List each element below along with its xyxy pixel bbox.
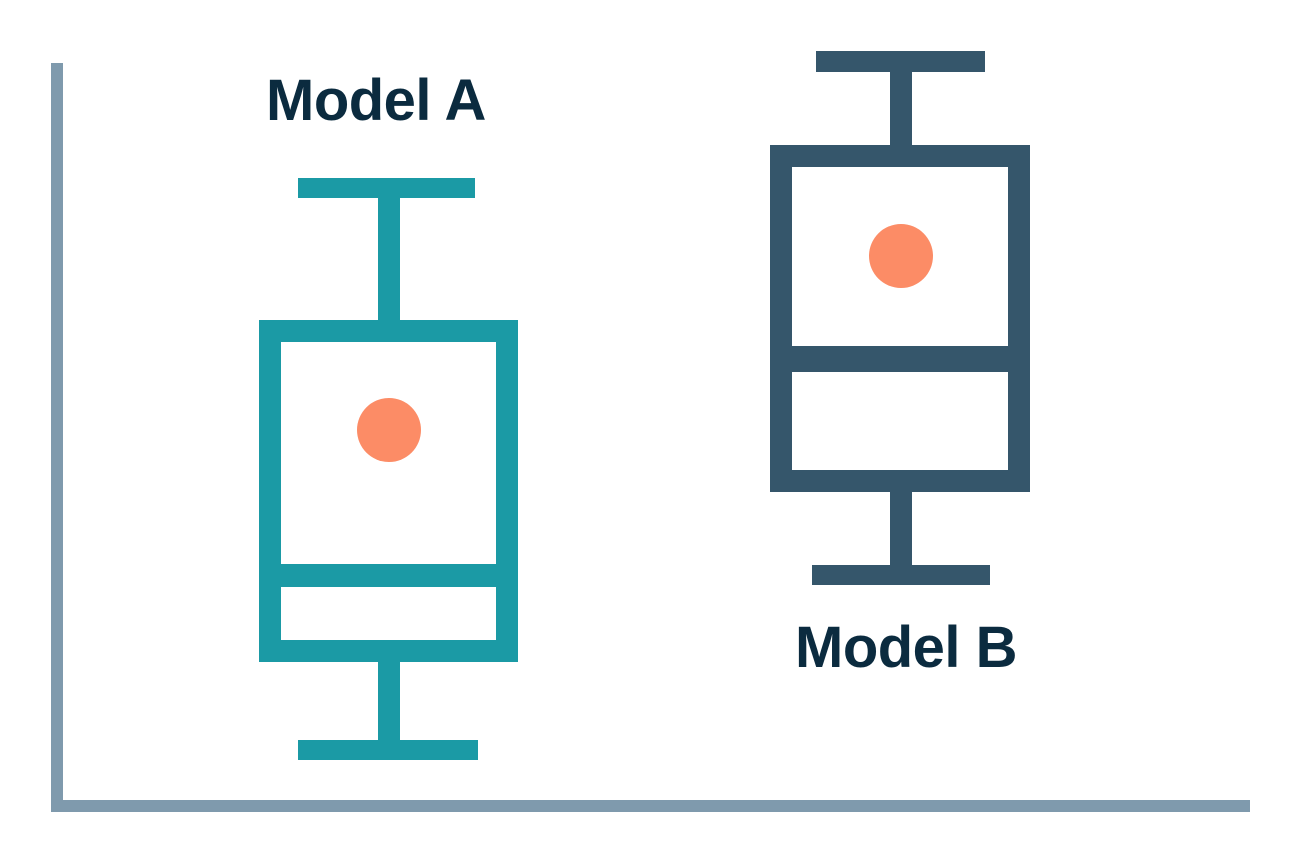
mean-marker-model-a	[357, 398, 421, 462]
whisker-stem-lower-model-a	[378, 662, 400, 760]
whisker-stem-upper-model-a	[378, 178, 400, 320]
whisker-cap-upper-model-a	[298, 178, 475, 198]
whisker-cap-lower-model-b	[812, 565, 990, 585]
whisker-stem-lower-model-b	[890, 492, 912, 585]
whisker-cap-upper-model-b	[816, 51, 985, 72]
box-iqr-model-b[interactable]	[770, 145, 1030, 492]
x-axis-line	[51, 800, 1250, 812]
whisker-cap-lower-model-a	[298, 740, 478, 760]
median-line-model-b	[770, 346, 1030, 372]
series-label-model-b: Model B	[795, 615, 1018, 680]
median-line-model-a	[259, 564, 518, 587]
series-label-model-a: Model A	[266, 68, 486, 133]
y-axis-line	[51, 63, 63, 812]
whisker-stem-upper-model-b	[890, 51, 912, 145]
mean-marker-model-b	[869, 224, 933, 288]
